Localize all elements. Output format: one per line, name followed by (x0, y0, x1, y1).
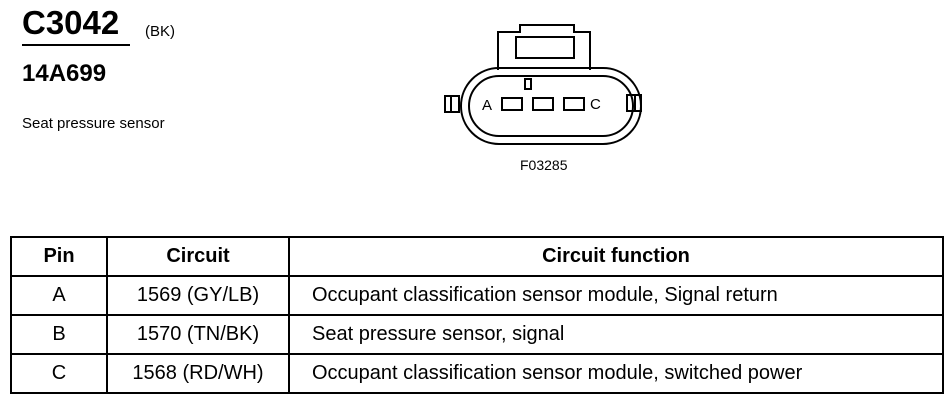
connector-key (524, 78, 532, 90)
table-row: B 1570 (TN/BK) Seat pressure sensor, sig… (10, 314, 944, 355)
circuit-cell: 1568 (RD/WH) (106, 353, 290, 394)
connector-face-diagram: A C (444, 24, 642, 145)
connector-latch (497, 24, 591, 70)
terminal-c (563, 97, 585, 111)
pin-cell: A (10, 275, 108, 316)
pin-label-c: C (590, 96, 601, 113)
connector-description: Seat pressure sensor (22, 115, 165, 132)
header-pin: Pin (10, 236, 108, 277)
table-row: A 1569 (GY/LB) Occupant classification s… (10, 275, 944, 316)
connector-id: C3042 (22, 4, 120, 41)
circuit-cell: 1570 (TN/BK) (106, 314, 290, 355)
terminal-b (532, 97, 554, 111)
header-circuit-function: Circuit function (288, 236, 944, 277)
part-number: 14A699 (22, 60, 107, 87)
function-cell: Occupant classification sensor module, s… (288, 353, 944, 394)
connector-color-code: (BK) (145, 23, 175, 40)
pin-label-a: A (482, 97, 492, 114)
connector-id-underline (22, 44, 130, 46)
figure-number: F03285 (520, 157, 568, 173)
pin-cell: B (10, 314, 108, 355)
pin-table: Pin Circuit Circuit function A 1569 (GY/… (10, 236, 944, 394)
function-cell: Occupant classification sensor module, S… (288, 275, 944, 316)
header-circuit: Circuit (106, 236, 290, 277)
circuit-cell: 1569 (GY/LB) (106, 275, 290, 316)
connector-inner-shell (468, 75, 634, 137)
table-row: C 1568 (RD/WH) Occupant classification s… (10, 353, 944, 394)
terminal-a (501, 97, 523, 111)
table-header-row: Pin Circuit Circuit function (10, 236, 944, 277)
pin-cell: C (10, 353, 108, 394)
connector-latch-slot (515, 36, 575, 59)
function-cell: Seat pressure sensor, signal (288, 314, 944, 355)
